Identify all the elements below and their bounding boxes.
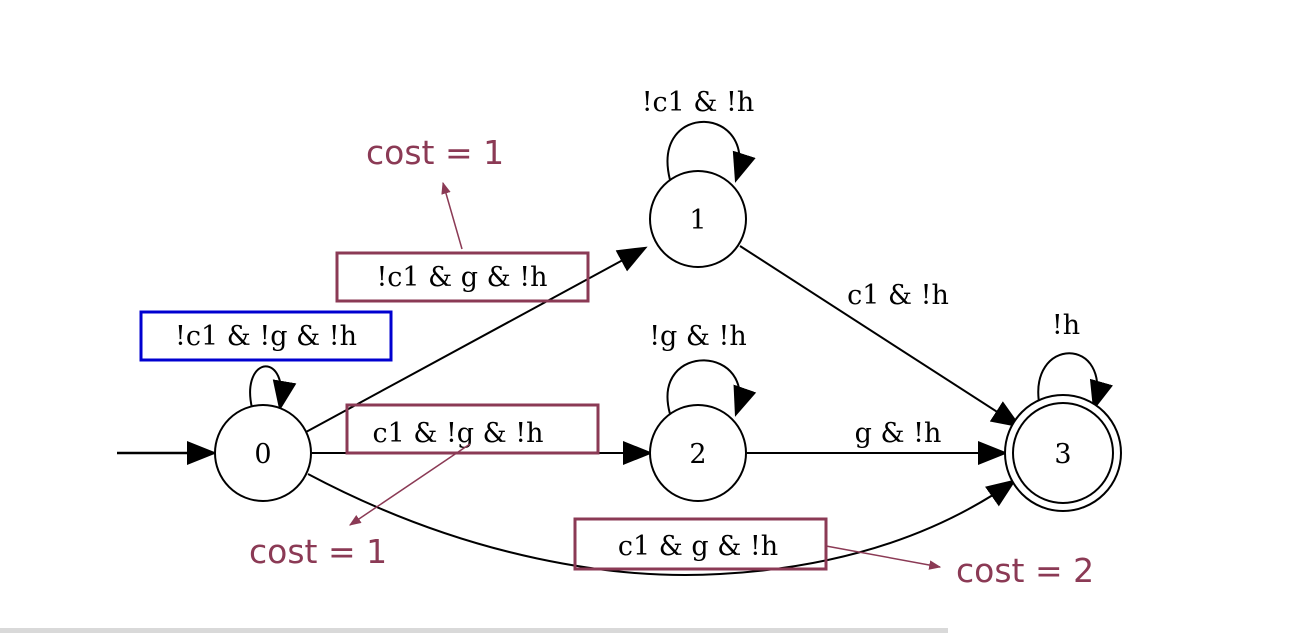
edge-label-1-1: !c1 & !h — [642, 87, 755, 118]
edge-label-0-0: !c1 & !g & !h — [175, 321, 357, 352]
state-3-accepting: 3 — [1004, 394, 1122, 512]
highlight-box-edge-0-3 — [573, 517, 828, 571]
state-3-label: 3 — [1054, 439, 1071, 470]
cost-annotation-edge-0-1: cost = 1 — [366, 133, 504, 172]
state-0-label: 0 — [254, 439, 271, 470]
edge-0-3 — [307, 473, 1017, 576]
loop-3 — [1037, 352, 1113, 411]
loop-0 — [249, 365, 297, 411]
cost-pointer-edge-0-3 — [825, 545, 942, 570]
highlight-box-edge-0-2 — [345, 403, 600, 455]
edge-label-2-2: !g & !h — [649, 321, 747, 352]
cost-annotation-edge-0-3: cost = 2 — [956, 551, 1094, 590]
edge-label-3-3: !h — [1052, 310, 1080, 341]
loop-1 — [666, 120, 756, 183]
highlight-box-edge-0-1 — [335, 251, 590, 303]
state-1-label: 1 — [689, 205, 706, 236]
cost-pointer-edge-0-1 — [441, 181, 463, 250]
edge-label-0-2: c1 & !g & !h — [372, 418, 543, 449]
cost-pointer-edge-0-2 — [349, 443, 471, 526]
state-2: 2 — [649, 404, 747, 502]
bottom-divider — [0, 628, 948, 633]
highlight-box-loop-0 — [139, 310, 393, 362]
loop-2 — [666, 359, 757, 417]
edge-1-3 — [739, 245, 1022, 428]
edge-label-1-3: c1 & !h — [847, 280, 949, 311]
edge-label-0-3: c1 & g & !h — [618, 531, 778, 562]
state-0: 0 — [214, 404, 312, 502]
edge-label-2-3: g & !h — [855, 418, 942, 449]
cost-annotation-edge-0-2: cost = 1 — [249, 532, 387, 571]
state-1: 1 — [649, 170, 747, 268]
edge-label-0-1: !c1 & g & !h — [376, 262, 547, 293]
state-2-label: 2 — [689, 439, 706, 470]
